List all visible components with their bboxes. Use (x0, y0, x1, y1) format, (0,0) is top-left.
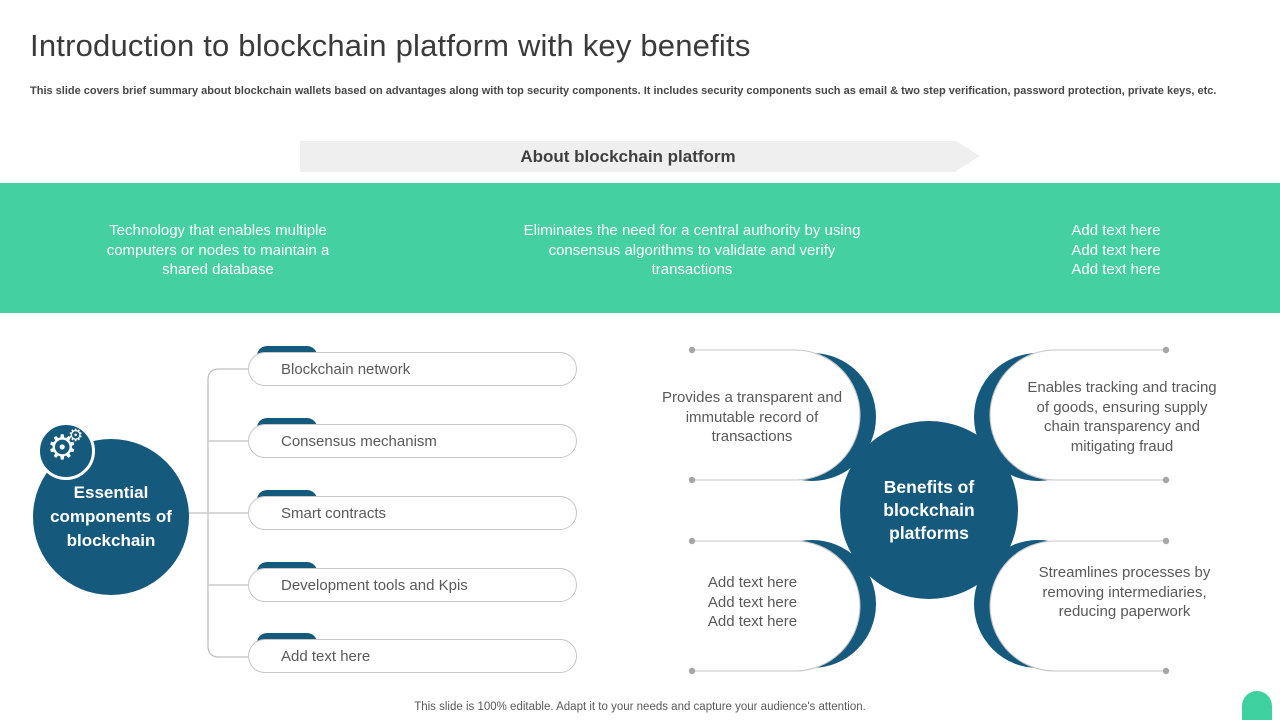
component-pill: Smart contracts (248, 496, 577, 530)
benefit-text-placeholder: Add text here Add text here Add text her… (707, 574, 798, 630)
component-pill-label: Blockchain network (281, 360, 411, 378)
component-pill: Blockchain network (248, 352, 577, 386)
component-pill-label: Smart contracts (281, 504, 387, 522)
petal-outlines (692, 349, 1166, 672)
section-banner-label: About blockchain platform (520, 146, 736, 166)
corner-accent-shape (1242, 691, 1272, 720)
slide-subtitle: This slide covers brief summary about bl… (30, 85, 1217, 97)
benefits-hub-label: Benefits of blockchain platforms (841, 421, 1017, 599)
hub-badge: ⚙ ⚙ (37, 422, 95, 480)
highlight-band (0, 183, 1280, 478)
gears-icon: ⚙ (47, 428, 78, 468)
benefits-hub-text: Benefits of blockchain platforms (883, 476, 975, 543)
benefits-hub-circle (840, 421, 1018, 599)
essential-components-connectors (183, 368, 248, 658)
essential-components-hub: Essential components of blockchain (33, 439, 189, 595)
band-text-placeholder: Add text here Add text here Add text her… (1071, 222, 1161, 278)
band-text-2: Eliminates the need for a central author… (523, 222, 861, 278)
component-pill-label: Consensus mechanism (281, 432, 437, 450)
benefit-text-bottom-right: Streamlines processes by removing interm… (1038, 564, 1211, 620)
component-pill-label: Development tools and Kpis (281, 576, 468, 594)
gears-icon: ⚙ (68, 426, 84, 446)
component-pill: Development tools and Kpis (248, 568, 577, 602)
essential-components-hub-label: Essential components of blockchain (50, 483, 172, 550)
benefit-text-top-left: Provides a transparent and immutable rec… (661, 389, 843, 445)
component-pill-placeholder: Add text here (248, 639, 577, 673)
section-banner: About blockchain platform (300, 141, 956, 172)
component-pill-label: Add text here (281, 647, 371, 665)
benefits-diagram (688, 346, 1170, 675)
band-text-1: Technology that enables multiple compute… (106, 222, 330, 278)
page-title: Introduction to blockchain platform with… (30, 28, 751, 63)
component-pill: Consensus mechanism (248, 424, 577, 458)
petal-end-dots (688, 346, 1170, 675)
banner-arrow-tip (956, 141, 980, 171)
benefit-text-top-right: Enables tracking and tracing of goods, e… (1027, 379, 1217, 455)
footer-note: This slide is 100% editable. Adapt it to… (414, 701, 866, 713)
